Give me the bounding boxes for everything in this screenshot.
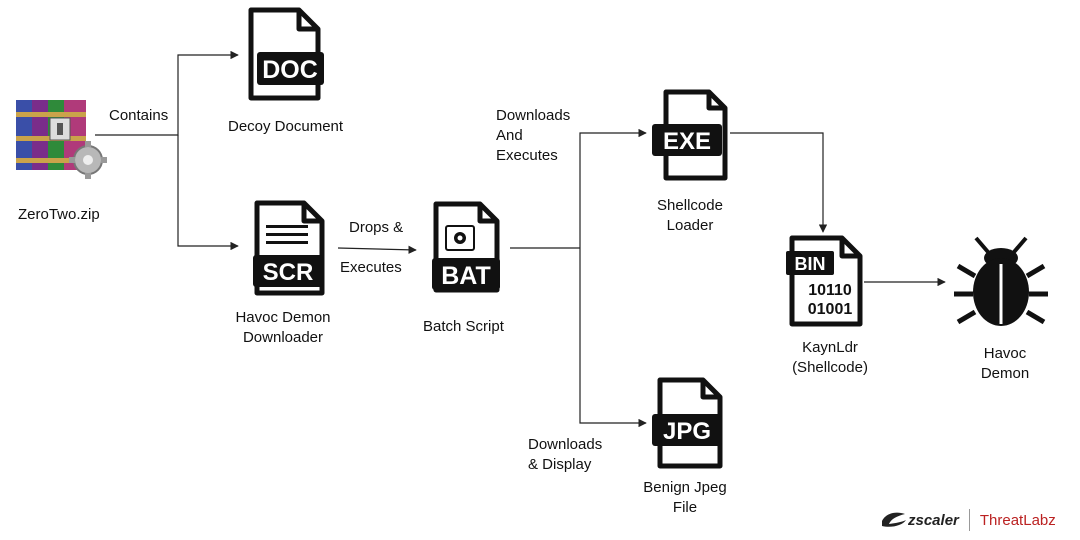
jpg-icon-text: JPG (663, 418, 711, 445)
edge-label-dl-display-line2: & Display (528, 456, 592, 473)
zip-label: ZeroTwo.zip (18, 206, 100, 223)
downloader-label: Havoc Demon Downloader (218, 308, 348, 348)
doc-file-icon: DOC (248, 7, 324, 101)
edge-label-dl-exec: Downloads And Executes (496, 106, 570, 166)
arrow-zip-to-decoy (95, 50, 239, 136)
connectors (95, 50, 946, 428)
arrow-zip-to-downloader (177, 135, 239, 251)
bin-bits-line1: 10110 (808, 282, 852, 299)
downloader-label-line1: Havoc Demon (235, 309, 331, 326)
edge-label-dl-exec-line1: Downloads (496, 107, 571, 124)
archive-icon (16, 100, 107, 179)
demon-label: Havoc Demon (955, 344, 1055, 384)
arrow-to-jpeg (579, 248, 647, 428)
arrow-loader-to-kayn (730, 132, 828, 233)
vendor-name: zscaler (908, 511, 959, 529)
exe-file-icon: EXE (652, 89, 728, 181)
loader-label: Shellcode Loader (630, 196, 750, 236)
decoy-label: Decoy Document (228, 118, 344, 135)
demon-label-line1: Havoc (983, 345, 1027, 362)
arrow-to-loader (579, 128, 647, 248)
scr-file-icon: SCR (253, 200, 325, 296)
bat-icon-text: BAT (441, 262, 491, 290)
jpeg-label: Benign Jpeg File (625, 478, 745, 518)
branding: zscaler ThreatLabz (878, 508, 1056, 532)
kayn-label: KaynLdr (Shellcode) (770, 338, 890, 378)
bat-file-icon: BAT (432, 201, 500, 293)
batch-label: Batch Script (423, 318, 504, 335)
edge-label-drops-2: Executes (340, 259, 402, 276)
doc-icon-text: DOC (262, 56, 318, 84)
loader-label-line2: Loader (666, 217, 714, 234)
jpeg-label-line2: File (672, 499, 698, 516)
loader-label-line1: Shellcode (657, 197, 723, 214)
bin-file-icon: BIN 10110 01001 (786, 235, 863, 327)
bin-bits-line2: 01001 (808, 301, 853, 318)
edge-label-contains: Contains (109, 107, 169, 124)
jpeg-label-line1: Benign Jpeg (643, 479, 727, 496)
downloader-label-line2: Downloader (242, 329, 324, 346)
edge-label-dl-display-line1: Downloads (528, 436, 603, 453)
edge-label-dl-exec-line2: And (496, 127, 523, 144)
edge-label-drops-1: Drops & (349, 219, 404, 236)
arrow-downloader-to-batch (337, 245, 417, 255)
scr-icon-text: SCR (263, 259, 314, 286)
jpg-file-icon: JPG (652, 377, 723, 469)
kayn-label-line2: (Shellcode) (792, 359, 868, 376)
edge-label-dl-exec-line3: Executes (496, 147, 558, 164)
zscaler-logo-icon (882, 512, 906, 527)
kayn-label-line1: KaynLdr (802, 339, 858, 356)
team-name: ThreatLabz (979, 511, 1056, 529)
bin-icon-text: BIN (795, 254, 826, 274)
bug-icon (954, 236, 1048, 326)
demon-label-line2: Demon (980, 365, 1030, 382)
brand-divider (968, 509, 970, 531)
edge-label-dl-display: Downloads & Display (528, 435, 602, 475)
exe-icon-text: EXE (663, 128, 711, 155)
